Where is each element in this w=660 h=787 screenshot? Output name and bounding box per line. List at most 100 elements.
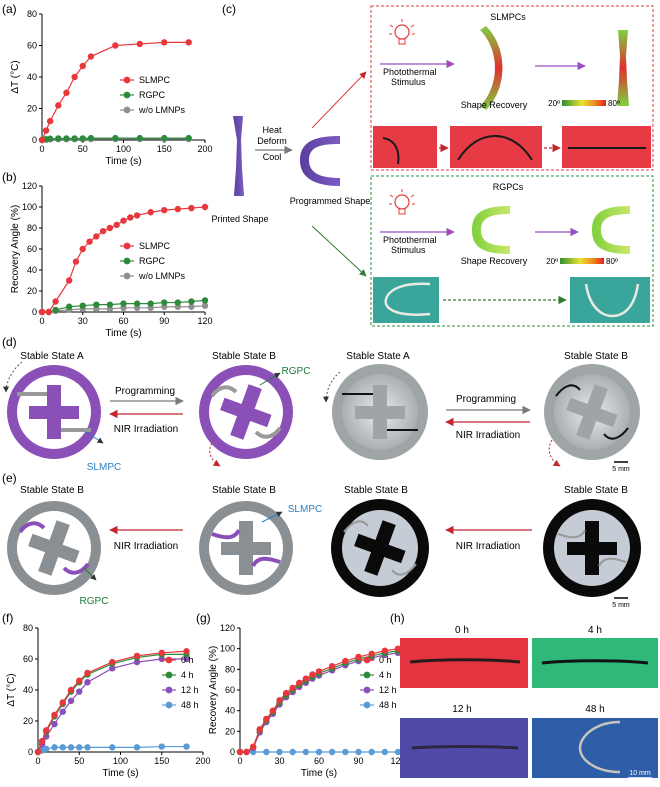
data-point (109, 658, 116, 666)
data-point (46, 117, 54, 125)
x-tick-label: 30 (78, 316, 88, 326)
panel-label-h: (h) (390, 611, 405, 625)
legend-marker (123, 257, 131, 265)
h-label-4h: 4 h (588, 625, 602, 636)
programmed-shape-u (300, 136, 340, 186)
data-point (120, 217, 127, 224)
legend-marker (123, 272, 131, 280)
data-point (256, 726, 263, 733)
data-point (174, 205, 182, 213)
y-tick-label: 60 (225, 685, 235, 695)
data-point (59, 744, 66, 751)
series-line (240, 648, 399, 753)
legend-label: 0 h (181, 655, 194, 665)
data-point (188, 204, 195, 212)
data-point (355, 748, 362, 756)
series-line (240, 650, 399, 753)
legend-label: 12 h (181, 685, 199, 695)
cool-label: Cool (263, 152, 282, 162)
scale-label-e: 5 mm (612, 602, 630, 609)
data-point (86, 238, 93, 245)
data-point (43, 745, 50, 753)
y-tick-label: 80 (27, 223, 37, 233)
data-point (158, 743, 165, 750)
y-tick-label: 0 (230, 747, 235, 757)
data-point (302, 675, 310, 682)
data-point (161, 206, 168, 214)
slmpc-photo-2 (450, 126, 542, 168)
photothermal-label-2: Photothermal (383, 235, 437, 245)
data-point (368, 650, 375, 658)
y-tick-label: 80 (225, 664, 235, 674)
data-point (84, 679, 91, 686)
legend-label: 48 h (181, 700, 199, 710)
data-point (51, 711, 58, 718)
legend-marker (165, 686, 173, 694)
photo-4h-sample (541, 659, 649, 665)
stimulus-label-1: Stimulus (391, 77, 426, 87)
panel-label-b: (b) (2, 170, 17, 184)
data-point (161, 39, 168, 46)
slmpc-scale-high: 80º (608, 99, 620, 108)
x-tick-label: 0 (39, 316, 44, 326)
h-label-12h: 12 h (452, 704, 471, 715)
data-point (38, 308, 46, 316)
data-point (79, 135, 86, 142)
legend-marker (165, 656, 173, 664)
data-point (249, 743, 257, 751)
legend-label: RGPC (139, 256, 166, 266)
heat-label: Heat (262, 125, 282, 135)
data-point (79, 245, 86, 253)
arrow-to-slmpcs (311, 71, 367, 129)
photothermal-label-1: Photothermal (383, 67, 437, 77)
rgpc-pointer-1 (259, 372, 281, 386)
data-point (55, 102, 62, 109)
data-point (65, 303, 73, 310)
data-point (52, 298, 59, 305)
data-point (106, 224, 114, 232)
data-point (161, 299, 168, 306)
e-state-b-label-3: Stable State B (344, 485, 408, 496)
data-point (394, 645, 402, 652)
data-point (355, 653, 362, 661)
y-tick-label: 120 (220, 623, 235, 633)
data-point (51, 744, 58, 751)
dashed-rotation-arrow-red (209, 439, 221, 467)
photo-e-1 (331, 499, 429, 597)
data-point (79, 302, 86, 309)
x-tick-label: 150 (157, 144, 172, 154)
x-tick-label: 0 (39, 144, 44, 154)
data-point (133, 652, 141, 660)
legend-label: 48 h (379, 700, 397, 710)
data-point (183, 648, 190, 655)
y-tick-label: 100 (220, 644, 235, 654)
data-point (276, 748, 283, 756)
photo-state-a (332, 364, 428, 460)
panel-label-d: (d) (2, 335, 17, 349)
slmpc-photo-1 (373, 126, 437, 168)
slmpc-scale-low: 20º (548, 99, 560, 108)
data-point (59, 699, 66, 706)
legend-label: 12 h (379, 685, 397, 695)
legend-marker (165, 671, 173, 679)
data-point (42, 127, 50, 134)
data-point (38, 136, 46, 144)
data-point (133, 300, 141, 307)
bulb-icon (389, 19, 415, 45)
data-point (67, 697, 75, 705)
legend-marker (363, 686, 371, 694)
rgpc-photo-1-sample (384, 282, 431, 316)
data-point (120, 300, 127, 307)
y-tick-label: 40 (27, 265, 37, 275)
panel-d: Stable State A Stable State B Stable Sta… (3, 351, 640, 473)
y-tick-label: 0 (32, 307, 37, 317)
dashed-rotation-arrow-2 (323, 371, 341, 403)
data-point (109, 744, 116, 751)
data-point (127, 214, 134, 221)
x-axis-label: Time (s) (105, 328, 141, 339)
data-point (183, 655, 190, 663)
x-axis-label: Time (s) (102, 768, 138, 779)
data-point (328, 748, 336, 756)
y-axis-label: ΔT (°C) (10, 60, 21, 93)
